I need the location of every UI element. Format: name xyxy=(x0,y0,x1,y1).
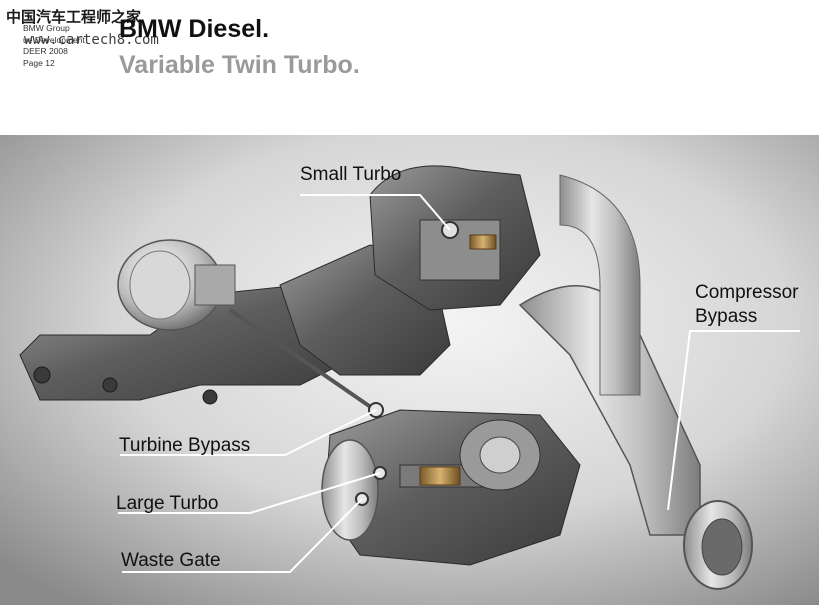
label-turbine-bypass: Turbine Bypass xyxy=(119,435,251,456)
meta-event: DEER 2008 xyxy=(23,46,68,56)
leader-turbine-bypass xyxy=(120,409,377,456)
label-compressor-bypass-line2: Bypass xyxy=(695,306,758,327)
meta-page: Page 12 xyxy=(23,57,55,68)
leader-lines xyxy=(118,194,800,573)
slide-subtitle: Variable Twin Turbo. xyxy=(119,51,360,79)
label-waste-gate: Waste Gate xyxy=(121,550,221,571)
label-compressor-bypass-line1: Compressor xyxy=(695,282,799,303)
slide-meta: BMW Group ue Development DEER 2008 Page … xyxy=(23,23,85,69)
label-small-turbo: Small Turbo xyxy=(300,164,402,185)
meta-department: ue Development xyxy=(23,34,85,45)
label-large-turbo: Large Turbo xyxy=(116,493,219,514)
leader-small-turbo xyxy=(300,194,451,231)
meta-company: BMW Group xyxy=(23,23,70,33)
turbo-photo xyxy=(0,135,819,605)
turbo-assembly-illustration xyxy=(19,165,753,590)
site-watermark-url: www.cartech8.com xyxy=(24,32,159,48)
leader-compressor-bypass xyxy=(667,330,800,511)
leader-large-turbo xyxy=(118,472,381,514)
site-watermark-cn: 中国汽车工程师之家 xyxy=(6,8,142,26)
leader-waste-gate xyxy=(122,498,363,573)
slide-title: BMW Diesel. xyxy=(119,15,270,43)
